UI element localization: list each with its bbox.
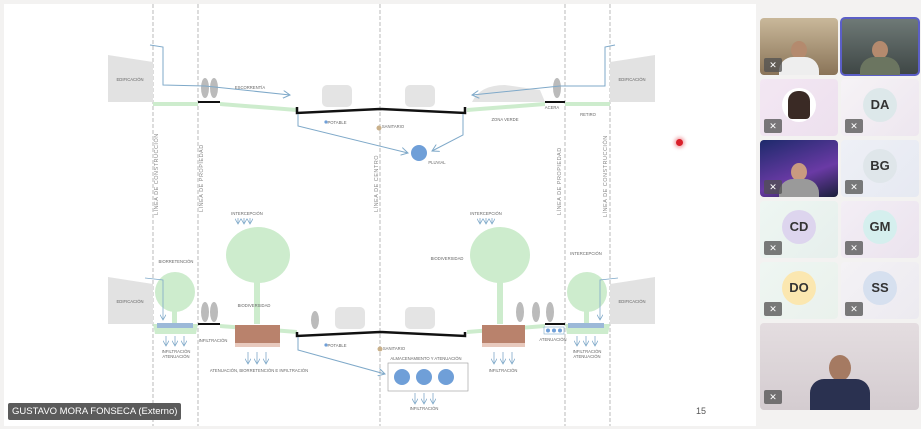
avatar: DO bbox=[782, 270, 816, 305]
mic-muted-icon: ✕ bbox=[764, 58, 782, 72]
line-label: LÍNEA DE PROPIEDAD bbox=[198, 144, 205, 212]
label: INFILTRACIÓN bbox=[410, 406, 439, 411]
label: ATENUACIÓN bbox=[162, 354, 189, 359]
avatar: DA bbox=[863, 87, 897, 122]
label: INFILTRACIÓN bbox=[162, 349, 191, 354]
mic-muted-icon: ✕ bbox=[845, 241, 863, 255]
street-section-diagram: LÍNEA DE CONSTRUCCIÓN LÍNEA DE PROPIEDAD… bbox=[108, 4, 655, 426]
avatar: SS bbox=[863, 270, 897, 305]
participant-tile-da[interactable]: DA ✕ bbox=[841, 79, 919, 136]
avatar: CD bbox=[782, 209, 816, 244]
label: ATENUACIÓN bbox=[539, 337, 566, 342]
label: INTERCEPCIÓN bbox=[570, 251, 602, 256]
laser-pointer bbox=[676, 139, 683, 146]
mic-muted-icon: ✕ bbox=[764, 241, 782, 255]
label: EDIFICACIÓN bbox=[619, 77, 646, 82]
label: ZONA VERDE bbox=[492, 117, 519, 122]
label: BIODIVERSIDAD bbox=[238, 303, 271, 308]
mic-muted-icon: ✕ bbox=[845, 119, 863, 133]
top-section: EDIFICACIÓN EDIFICACIÓN ESCORRENTÍA POTA… bbox=[108, 44, 655, 165]
participant-photo bbox=[782, 87, 816, 122]
mic-muted-icon: ✕ bbox=[764, 180, 782, 194]
label: EDIFICACIÓN bbox=[117, 77, 144, 82]
label: ALMACENAMIENTO Y ATENUACIÓN bbox=[390, 356, 461, 361]
reference-lines bbox=[152, 4, 611, 426]
pluvial-pipe-icon bbox=[411, 145, 427, 161]
participant-tile-video-large[interactable]: ✕ bbox=[760, 323, 919, 410]
label: POTABLE bbox=[327, 343, 346, 348]
line-label: LÍNEA DE CONSTRUCCIÓN bbox=[602, 135, 609, 217]
shared-screen: LÍNEA DE CONSTRUCCIÓN LÍNEA DE PROPIEDAD… bbox=[4, 4, 756, 426]
avatar: BG bbox=[863, 148, 897, 183]
label: EDIFICACIÓN bbox=[117, 299, 144, 304]
participant-tile-do[interactable]: DO ✕ bbox=[760, 262, 838, 319]
line-label: LÍNEA DE CONSTRUCCIÓN bbox=[153, 133, 160, 215]
participant-tile-gm[interactable]: GM ✕ bbox=[841, 201, 919, 258]
label: ACERA bbox=[545, 105, 560, 110]
label: INTERCEPCIÓN bbox=[231, 211, 263, 216]
presenter-name-tag: GUSTAVO MORA FONSECA (Externo) bbox=[8, 403, 182, 420]
participant-video bbox=[779, 163, 819, 197]
line-label: LÍNEA DE PROPIEDAD bbox=[556, 147, 563, 215]
label: EDIFICACIÓN bbox=[619, 299, 646, 304]
label: ATENUACIÓN bbox=[573, 354, 600, 359]
slide-page-number: 15 bbox=[696, 406, 707, 416]
mic-muted-icon: ✕ bbox=[764, 119, 782, 133]
label: INTERCEPCIÓN bbox=[470, 211, 502, 216]
label: INFILTRACIÓN bbox=[489, 368, 518, 373]
participant-video bbox=[809, 355, 870, 410]
label: BIORRETENCIÓN bbox=[159, 259, 194, 264]
line-label: LÍNEA DE CENTRO bbox=[373, 155, 380, 212]
participant-tile-video[interactable]: ✕ bbox=[760, 140, 838, 197]
participant-tile-bg[interactable]: BG ✕ bbox=[841, 140, 919, 197]
label: RETIRO bbox=[580, 112, 597, 117]
label: PLUVIAL bbox=[428, 160, 446, 165]
participant-tile-video-speaking[interactable] bbox=[840, 17, 920, 76]
participant-tile-cd[interactable]: CD ✕ bbox=[760, 201, 838, 258]
mic-muted-icon: ✕ bbox=[764, 390, 782, 404]
label: INFILTRACIÓN bbox=[573, 349, 602, 354]
mic-muted-icon: ✕ bbox=[764, 302, 782, 316]
label: ESCORRENTÍA bbox=[235, 85, 265, 90]
label: SANITARIO bbox=[383, 346, 406, 351]
bottom-section: EDIFICACIÓN EDIFICACIÓN BIORRETENCIÓN IN… bbox=[108, 211, 655, 411]
participant-tile-ss[interactable]: SS ✕ bbox=[841, 262, 919, 319]
label: POTABLE bbox=[327, 120, 346, 125]
label: INFILTRACIÓN bbox=[199, 338, 228, 343]
avatar: GM bbox=[863, 209, 897, 244]
participant-video bbox=[779, 41, 819, 75]
participant-tile-photo[interactable]: ✕ bbox=[760, 79, 838, 136]
mic-muted-icon: ✕ bbox=[845, 302, 863, 316]
label: ATENUACIÓN, BIORRETENCIÓN E INFILTRACIÓN bbox=[210, 368, 308, 373]
label: SANITARIO bbox=[382, 124, 405, 129]
participant-video bbox=[860, 41, 900, 75]
mic-muted-icon: ✕ bbox=[845, 180, 863, 194]
label: BIODIVERSIDAD bbox=[431, 256, 464, 261]
participant-tile-video[interactable]: ✕ bbox=[760, 18, 838, 75]
